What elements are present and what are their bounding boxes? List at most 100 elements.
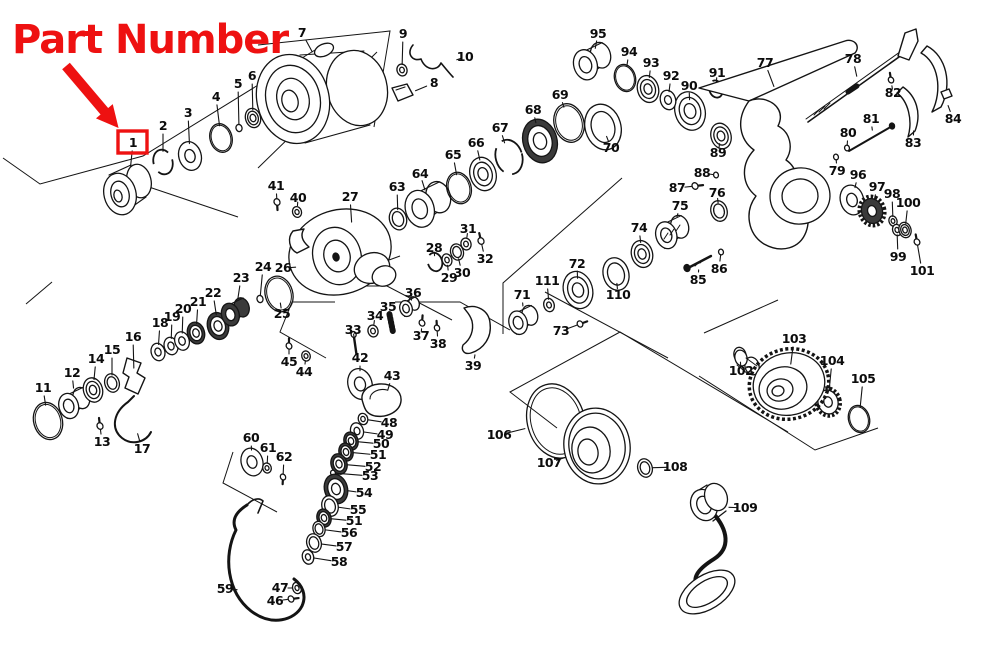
part-glyph-5 — [235, 123, 243, 133]
part-label-105: 105 — [851, 371, 876, 386]
part-glyph-69 — [553, 103, 585, 143]
part-glyph-15 — [103, 373, 121, 393]
part-label-66: 66 — [468, 135, 485, 150]
part-label-107: 107 — [537, 455, 562, 470]
part-glyph-100 — [898, 221, 912, 239]
part-glyph-89 — [710, 122, 732, 150]
part-label-103: 103 — [782, 331, 807, 346]
part-glyph-97 — [857, 194, 887, 228]
leader-lines — [43, 39, 951, 601]
part-glyph-25 — [264, 275, 294, 313]
part-label-55: 55 — [350, 502, 366, 517]
part-glyph-64 — [404, 180, 452, 228]
part-glyph-58 — [301, 549, 315, 565]
part-label-7: 7 — [298, 25, 306, 40]
part-label-96: 96 — [850, 167, 867, 182]
part-label-102: 102 — [729, 363, 754, 378]
part-glyph-45 — [285, 337, 293, 350]
part-glyph-37 — [418, 314, 426, 327]
part-glyph-88 — [712, 171, 720, 179]
part-label-57: 57 — [336, 539, 352, 554]
part-label-9: 9 — [399, 26, 407, 41]
part-number-labels: 1234567891011121314151617181920212223242… — [35, 25, 963, 608]
part-glyph-105 — [847, 404, 871, 434]
part-label-41: 41 — [268, 178, 284, 193]
part-label-104: 104 — [820, 353, 845, 368]
part-glyph-18 — [150, 342, 166, 362]
part-label-70: 70 — [603, 140, 620, 155]
part-glyph-3 — [177, 141, 203, 171]
part-label-101: 101 — [910, 263, 935, 278]
part-glyph-67 — [494, 138, 524, 176]
part-glyph-40 — [291, 206, 303, 218]
part-glyph-23 — [220, 297, 250, 327]
part-label-40: 40 — [290, 190, 307, 205]
part-glyph-13 — [96, 416, 104, 430]
part-label-87: 87 — [669, 180, 685, 195]
part-glyph-76 — [710, 200, 728, 222]
annotation-text: Part Number — [12, 17, 289, 63]
part-label-71: 71 — [514, 287, 530, 302]
part-label-4: 4 — [212, 89, 221, 104]
part-label-106: 106 — [487, 427, 512, 442]
part-glyph-92 — [659, 89, 677, 111]
part-label-19: 19 — [164, 309, 180, 324]
part-glyph-65 — [445, 171, 473, 205]
part-label-73: 73 — [553, 323, 569, 338]
part-glyph-29 — [441, 253, 453, 267]
part-label-48: 48 — [381, 415, 397, 430]
part-label-74: 74 — [631, 220, 648, 235]
part-label-60: 60 — [243, 430, 260, 445]
part-label-42: 42 — [352, 350, 368, 365]
part-glyph-95 — [572, 41, 612, 81]
part-glyph-44 — [301, 350, 311, 362]
part-label-28: 28 — [426, 240, 442, 255]
part-glyph-32 — [477, 231, 485, 245]
part-label-56: 56 — [341, 525, 358, 540]
part-label-58: 58 — [331, 554, 347, 569]
part-label-83: 83 — [905, 135, 921, 150]
part-glyph-61 — [262, 462, 272, 474]
part-label-80: 80 — [840, 125, 857, 140]
part-glyph-73 — [576, 320, 589, 328]
part-label-100: 100 — [896, 195, 921, 210]
part-label-110: 110 — [606, 287, 631, 302]
part-label-15: 15 — [104, 342, 120, 357]
part-glyph-24 — [256, 294, 264, 304]
part-glyph-14 — [82, 377, 104, 403]
part-label-68: 68 — [525, 102, 541, 117]
part-label-25: 25 — [274, 306, 290, 321]
part-label-46: 46 — [267, 593, 284, 608]
part-glyph-9 — [396, 63, 408, 77]
part-glyph-90 — [673, 91, 707, 131]
part-label-97: 97 — [869, 179, 885, 194]
part-label-81: 81 — [863, 111, 879, 126]
part-glyph-38 — [433, 319, 441, 332]
part-glyph-63 — [388, 207, 408, 231]
part-glyph-93 — [636, 74, 660, 104]
part-number-annotation: Part Number — [12, 17, 290, 155]
part-glyph-86 — [717, 248, 725, 256]
part-label-53: 53 — [362, 468, 378, 483]
annotation-arrow-shaft — [62, 62, 111, 118]
part-label-33: 33 — [345, 322, 361, 337]
part-label-76: 76 — [709, 185, 726, 200]
annotation-arrow-head — [95, 104, 119, 129]
part-glyph-60 — [240, 447, 264, 477]
part-label-31: 31 — [460, 221, 476, 236]
part-label-64: 64 — [412, 166, 429, 181]
part-glyph-54 — [323, 473, 349, 505]
part-label-1: 1 — [129, 135, 137, 150]
part-1-highlight-box — [116, 129, 149, 155]
part-label-69: 69 — [552, 87, 568, 102]
part-label-11: 11 — [35, 380, 51, 395]
part-glyph-80 — [843, 144, 851, 152]
part-glyph-94 — [613, 63, 637, 93]
part-label-6: 6 — [248, 68, 257, 83]
part-label-38: 38 — [430, 336, 446, 351]
part-label-108: 108 — [663, 459, 688, 474]
part-label-67: 67 — [492, 120, 508, 135]
part-label-17: 17 — [134, 441, 150, 456]
